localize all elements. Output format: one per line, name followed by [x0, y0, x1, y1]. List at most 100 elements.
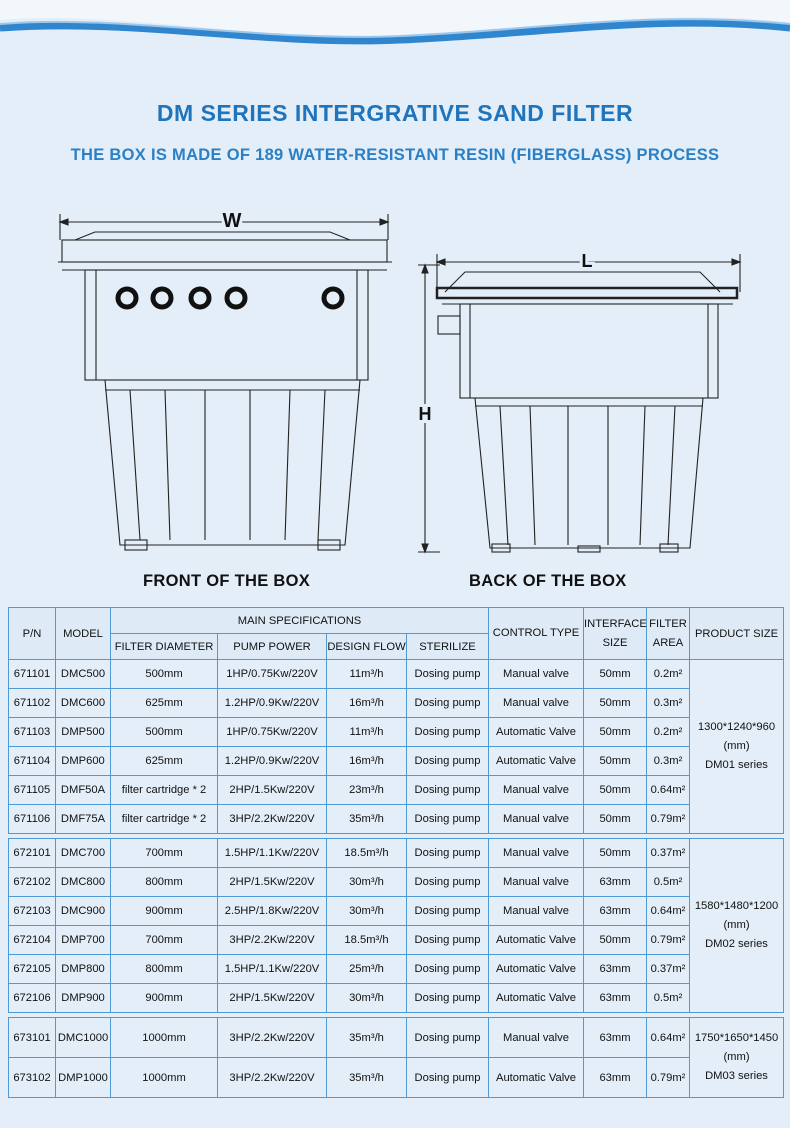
front-box-drawing [58, 214, 392, 551]
cell-model: DMP900 [55, 983, 111, 1013]
cell-design-flow: 11m³/h [326, 659, 407, 689]
cell-sterilize: Dosing pump [406, 659, 489, 689]
cell-filter-diameter: 1000mm [110, 1017, 218, 1058]
cell-filter-diameter: 500mm [110, 717, 218, 747]
cell-pump-power: 2HP/1.5Kw/220V [217, 867, 327, 897]
cell-control-type: Manual valve [488, 804, 584, 834]
cell-filter-area-unit: m² [672, 813, 686, 825]
cell-pump-power: 2HP/1.5Kw/220V [217, 775, 327, 805]
cell-filter-area: 0.37m² [646, 838, 690, 868]
cell-filter-area-unit: m² [669, 755, 683, 767]
cell-pn: 671105 [8, 775, 56, 805]
cell-pump-power: 1HP/0.75Kw/220V [217, 659, 327, 689]
header-design-flow: DESIGN FLOW [326, 633, 407, 660]
cell-pn: 671106 [8, 804, 56, 834]
page-subtitle: THE BOX IS MADE OF 189 WATER-RESISTANT R… [70, 146, 720, 164]
cell-pump-power: 3HP/2.2Kw/220V [217, 1017, 327, 1058]
cell-sterilize: Dosing pump [406, 867, 489, 897]
cell-filter-area: 0.64m² [646, 775, 690, 805]
cell-design-flow: 30m³/h [326, 867, 407, 897]
length-label: L [582, 251, 593, 271]
cell-pn: 671102 [8, 688, 56, 718]
cell-design-flow-value: 11 [349, 726, 362, 738]
cell-pn: 672106 [8, 983, 56, 1013]
cell-design-flow: 11m³/h [326, 717, 407, 747]
cell-sterilize: Dosing pump [406, 983, 489, 1013]
cell-sterilize: Dosing pump [406, 925, 489, 955]
cell-design-flow-value: 30 [349, 992, 362, 1004]
cell-interface-size: 50mm [583, 925, 647, 955]
header-interface-size: INTERFACE SIZE [583, 607, 647, 660]
spec-table: P/N MODEL MAIN SPECIFICATIONS CONTROL TY… [8, 607, 784, 1098]
cell-control-type: Manual valve [488, 688, 584, 718]
back-caption: BACK OF THE BOX [469, 572, 627, 590]
cell-pump-power: 3HP/2.2Kw/220V [217, 804, 327, 834]
cell-filter-area-unit: m² [672, 1031, 686, 1044]
cell-filter-area: 0.5m² [646, 983, 690, 1013]
cell-model: DMP1000 [55, 1057, 111, 1098]
cell-interface-size: 50mm [583, 659, 647, 689]
box-drawings: W L H [58, 207, 742, 554]
cell-design-flow: 35m³/h [326, 1057, 407, 1098]
cell-filter-area: 0.79m² [646, 1057, 690, 1098]
cell-filter-diameter: 625mm [110, 688, 218, 718]
cell-filter-diameter: filter cartridge * 2 [110, 775, 218, 805]
cell-design-flow: 25m³/h [326, 954, 407, 984]
cell-interface-size: 50mm [583, 746, 647, 776]
cell-model: DMP700 [55, 925, 111, 955]
cell-filter-area: 0.3m² [646, 688, 690, 718]
cell-filter-area-unit: m² [672, 963, 686, 975]
cell-design-flow: 35m³/h [326, 1017, 407, 1058]
cell-design-flow-unit: m³/h [361, 697, 384, 709]
cell-pn: 671103 [8, 717, 56, 747]
cell-pn: 672103 [8, 896, 56, 926]
header-filter-area: FILTER AREA [646, 607, 690, 660]
cell-pn: 672104 [8, 925, 56, 955]
header-wave [0, 0, 790, 45]
cell-filter-area: 0.3m² [646, 746, 690, 776]
header-pn: P/N [8, 607, 56, 660]
header-main-specs: MAIN SPECIFICATIONS [110, 607, 489, 634]
cell-filter-diameter: 1000mm [110, 1057, 218, 1098]
cell-sterilize: Dosing pump [406, 717, 489, 747]
cell-model: DMP800 [55, 954, 111, 984]
cell-filter-area-unit: m² [669, 992, 683, 1004]
cell-filter-diameter: 800mm [110, 954, 218, 984]
cell-interface-size: 63mm [583, 1057, 647, 1098]
cell-design-flow-value: 35 [349, 1071, 362, 1084]
cell-pn: 671101 [8, 659, 56, 689]
cell-design-flow-value: 16 [349, 697, 362, 709]
cell-design-flow-unit: m³/h [361, 876, 384, 888]
cell-interface-size: 63mm [583, 1017, 647, 1058]
cell-pump-power: 3HP/2.2Kw/220V [217, 925, 327, 955]
cell-pn: 673102 [8, 1057, 56, 1098]
cell-design-flow-unit: m³/h [361, 1031, 384, 1044]
cell-model: DMC900 [55, 896, 111, 926]
cell-sterilize: Dosing pump [406, 1017, 489, 1058]
cell-model: DMC1000 [55, 1017, 111, 1058]
front-outlets [115, 286, 345, 310]
cell-model: DMF50A [55, 775, 111, 805]
cell-filter-area-unit: m² [669, 668, 683, 680]
cell-filter-area: 0.64m² [646, 896, 690, 926]
cell-model: DMC800 [55, 867, 111, 897]
cell-design-flow-unit: m³/h [361, 905, 384, 917]
cell-model: DMF75A [55, 804, 111, 834]
cell-design-flow-unit: m³/h [361, 784, 384, 796]
cell-control-type: Manual valve [488, 867, 584, 897]
cell-filter-area-value: 0.3 [653, 697, 670, 709]
cell-pump-power: 1.5HP/1.1Kw/220V [217, 838, 327, 868]
cell-sterilize: Dosing pump [406, 896, 489, 926]
header-pump-power: PUMP POWER [217, 633, 327, 660]
cell-sterilize: Dosing pump [406, 838, 489, 868]
cell-design-flow: 16m³/h [326, 688, 407, 718]
cell-filter-area-unit: m² [669, 697, 683, 709]
cell-interface-size: 63mm [583, 983, 647, 1013]
